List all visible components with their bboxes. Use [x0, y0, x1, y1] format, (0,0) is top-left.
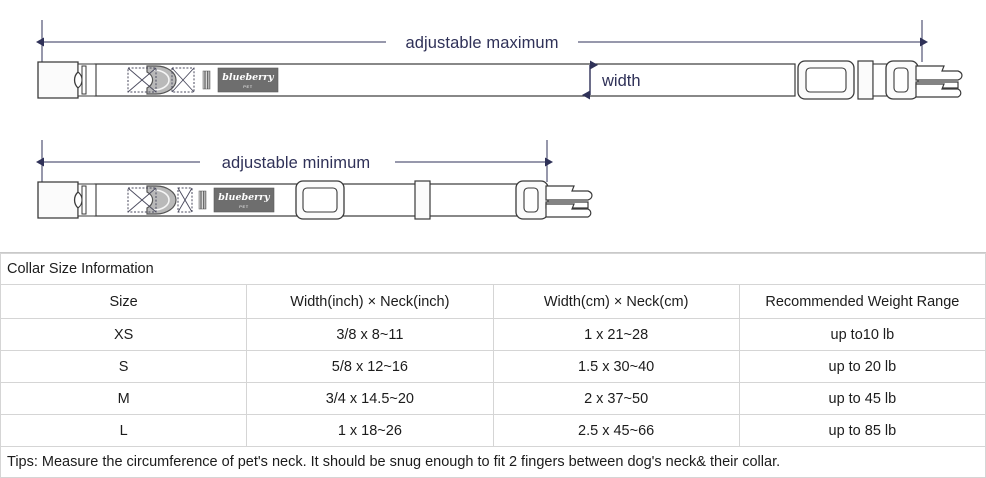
d-ring-highlight-bottom: [153, 189, 170, 211]
cell-weight: up to10 lb: [738, 318, 986, 351]
column-header-size: Size: [0, 284, 248, 319]
brand-name-text: blueberry: [222, 72, 275, 83]
male-buckle-prongs-top: [915, 65, 963, 98]
male-buckle-bottom: [515, 180, 549, 220]
adjustable-minimum-label: adjustable minimum: [222, 154, 371, 172]
d-ring-bottom: [146, 185, 177, 215]
brand-sub-text: PET: [243, 84, 253, 89]
cell-inch: 3/8 x 8~11: [246, 318, 494, 351]
female-buckle-housing: [37, 61, 79, 99]
cell-cm: 1.5 x 30~40: [492, 350, 740, 383]
brand-sub-text-bottom: PET: [239, 204, 249, 209]
top-strap-webbing: [94, 63, 796, 97]
collar-diagram-svg: adjustable maximum: [36, 20, 963, 220]
table-row: XS 3/8 x 8~11 1 x 21~28 up to10 lb: [0, 318, 986, 351]
d-ring-highlight: [153, 69, 170, 91]
table-tips-row: Tips: Measure the circumference of pet's…: [0, 446, 986, 478]
cell-size: M: [0, 382, 248, 415]
female-buckle-slot: [77, 63, 97, 97]
table-row: S 5/8 x 12~16 1.5 x 30~40 up to 20 lb: [0, 350, 986, 383]
brand-logo-patch-bottom: blueberry PET: [213, 187, 275, 213]
tri-glide-slider-top: [797, 60, 855, 100]
cell-size: L: [0, 414, 248, 447]
table-title: Collar Size Information: [0, 253, 986, 285]
cell-inch: 3/4 x 14.5~20: [246, 382, 494, 415]
tips-text: Tips: Measure the circumference of pet's…: [0, 446, 986, 478]
stitch-box-left-bottom: [127, 187, 157, 213]
cell-cm: 2.5 x 45~66: [492, 414, 740, 447]
cell-cm: 2 x 37~50: [492, 382, 740, 415]
female-buckle-housing-bottom: [37, 181, 79, 219]
collar-size-table: Collar Size Information Size Width(inch)…: [0, 253, 986, 478]
stitch-box-left: [127, 67, 157, 93]
cell-weight: up to 45 lb: [738, 382, 986, 415]
table-row: M 3/4 x 14.5~20 2 x 37~50 up to 45 lb: [0, 382, 986, 415]
width-label: width: [601, 72, 641, 90]
brand-logo-patch: blueberry PET: [217, 67, 279, 93]
d-ring: [146, 65, 177, 95]
female-buckle-bar-bottom: [81, 185, 87, 215]
collar-diagram-area: adjustable maximum: [36, 20, 963, 220]
cell-weight: up to 85 lb: [738, 414, 986, 447]
table-row: L 1 x 18~26 2.5 x 45~66 up to 85 lb: [0, 414, 986, 447]
cell-size: S: [0, 350, 248, 383]
male-buckle-top: [885, 60, 919, 100]
cell-size: XS: [0, 318, 248, 351]
label-stripe-marker-bottom: [198, 190, 207, 210]
label-stripe-marker: [202, 70, 211, 90]
female-buckle-slot-bottom: [77, 183, 97, 217]
tri-glide-slider-bottom: [295, 180, 345, 220]
keeper-loop-top: [857, 60, 874, 100]
cell-weight: up to 20 lb: [738, 350, 986, 383]
collar-size-table-area: Collar Size Information Size Width(inch)…: [0, 252, 986, 478]
table-title-row: Collar Size Information: [0, 253, 986, 285]
cell-inch: 5/8 x 12~16: [246, 350, 494, 383]
column-header-weight: Recommended Weight Range: [738, 284, 986, 319]
column-header-inch: Width(inch) × Neck(inch): [246, 284, 494, 319]
cell-cm: 1 x 21~28: [492, 318, 740, 351]
cell-inch: 1 x 18~26: [246, 414, 494, 447]
female-buckle-bar: [81, 65, 87, 95]
column-header-cm: Width(cm) × Neck(cm): [492, 284, 740, 319]
male-buckle-prongs-bottom: [545, 185, 593, 218]
top-collar-illustration: adjustable maximum: [36, 20, 963, 100]
stitch-box-right-bottom: [177, 187, 193, 213]
adjustable-maximum-label: adjustable maximum: [405, 34, 558, 52]
brand-name-text-bottom: blueberry: [218, 192, 271, 203]
stitch-box-right: [171, 67, 195, 93]
table-header-row: Size Width(inch) × Neck(inch) Width(cm) …: [0, 284, 986, 319]
keeper-loop-bottom: [414, 180, 431, 220]
bottom-collar-illustration: adjustable minimum: [36, 140, 593, 220]
